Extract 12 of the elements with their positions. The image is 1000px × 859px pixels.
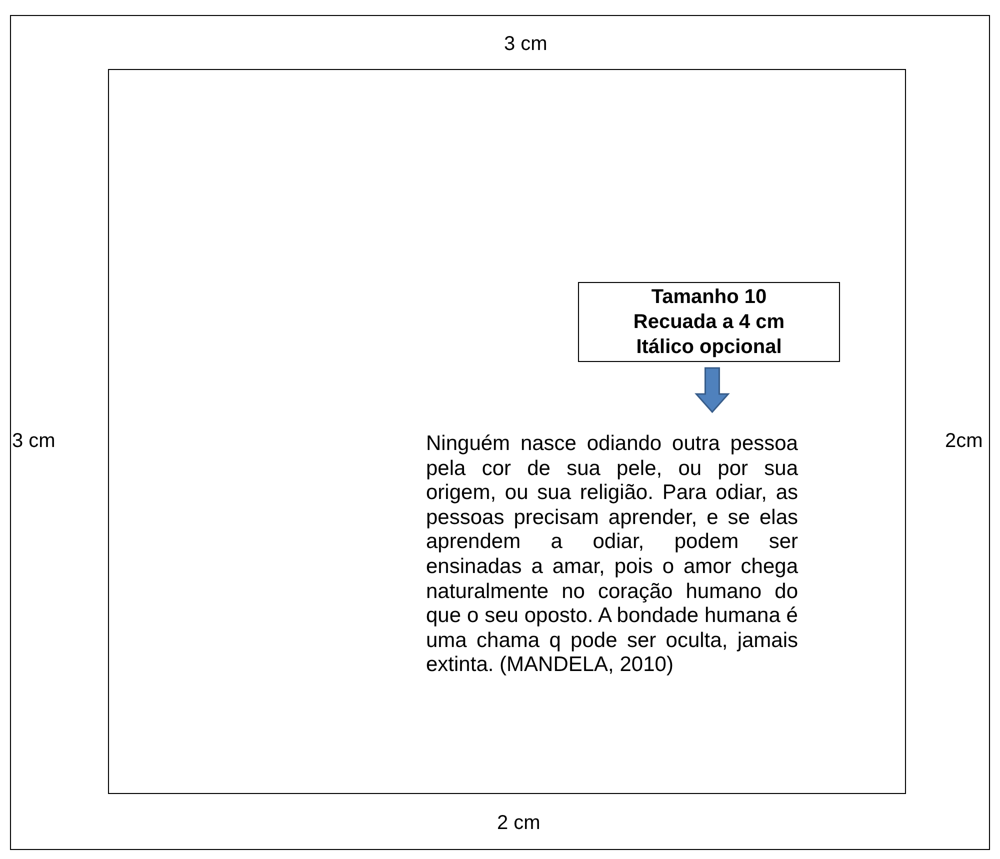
margin-dimension: 2 cm <box>497 812 540 835</box>
margin-dimension: 3 cm <box>504 33 548 56</box>
margin-box <box>108 69 906 794</box>
margin-dimension: 3 cm <box>12 430 56 453</box>
margin-dimension: 2cm <box>945 430 983 453</box>
block-arrow <box>694 367 730 414</box>
quote-text: Ninguém nasce odiando outra pessoa pela cor de sua pele, ou por sua origem, ou sua religião. Para odiar, as pessoas precisam aprender, e se elas aprendem a odiar, podem ser ensinadas a amar, pois o amor chega naturalmente no coração humano do que o seu oposto. A bondade humana é uma chama q pode ser oculta, jamais extinta. (MANDELA, 2010) <box>426 432 798 777</box>
callout-text: Recuada a 4 cm <box>633 310 785 334</box>
callout-text: Itálico opcional <box>636 334 782 360</box>
page-border <box>10 15 990 850</box>
callout-box <box>578 282 840 362</box>
callout-text: Tamanho 10 <box>651 284 767 310</box>
